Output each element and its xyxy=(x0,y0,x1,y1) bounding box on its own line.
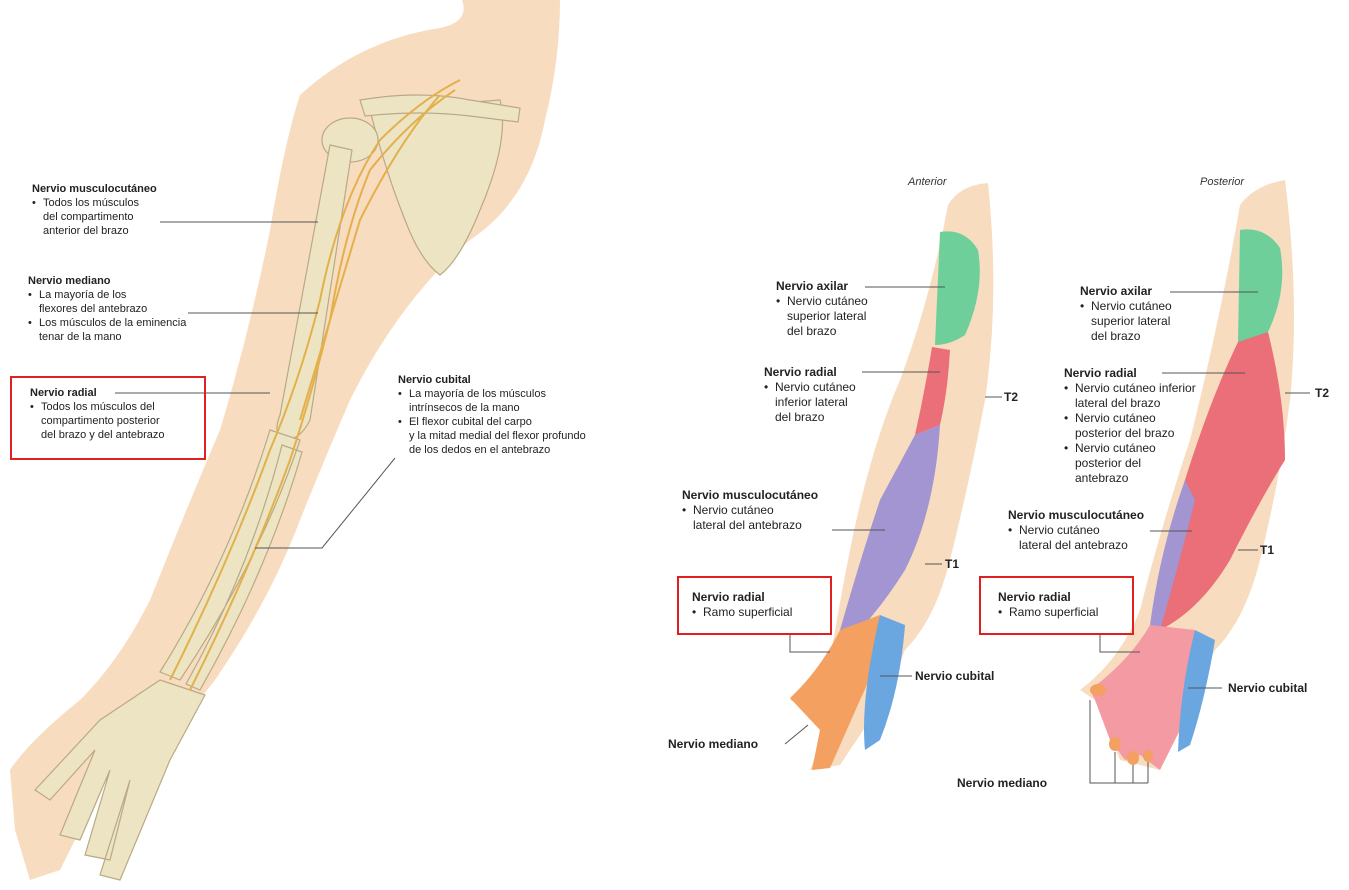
label-title: Nervio axilar xyxy=(776,279,868,294)
label-radial-sup-posterior: Nervio radial Ramo superficial xyxy=(998,590,1098,620)
label-line: Todos los músculos xyxy=(32,196,157,210)
label-line: del compartimento xyxy=(32,210,157,224)
label-title: Nervio radial xyxy=(30,386,165,400)
label-line: Nervio cutáneo xyxy=(1064,441,1196,456)
label-mediano-left: Nervio mediano La mayoría de los flexore… xyxy=(28,274,186,344)
label-line: del brazo xyxy=(1080,329,1172,344)
label-t1-anterior: T1 xyxy=(945,557,959,571)
label-line: posterior del xyxy=(1064,456,1196,471)
label-line: Nervio cutáneo xyxy=(1080,299,1172,314)
label-line: Nervio cutáneo xyxy=(1064,411,1196,426)
label-musculocutaneo-posterior: Nervio musculocutáneo Nervio cutáneo lat… xyxy=(1008,508,1144,553)
label-line: Nervio cutáneo inferior xyxy=(1064,381,1196,396)
label-line: antebrazo xyxy=(1064,471,1196,486)
label-line: posterior del brazo xyxy=(1064,426,1196,441)
label-line: del brazo y del antebrazo xyxy=(30,428,165,442)
label-title: Nervio cubital xyxy=(398,373,586,387)
label-line: compartimento posterior xyxy=(30,414,165,428)
label-t1-posterior: T1 xyxy=(1260,543,1274,557)
label-line: anterior del brazo xyxy=(32,224,157,238)
label-radial-sup-anterior: Nervio radial Ramo superficial xyxy=(692,590,792,620)
label-line: Nervio cutáneo xyxy=(776,294,868,309)
label-line: Ramo superficial xyxy=(692,605,792,620)
label-title: Nervio musculocutáneo xyxy=(682,488,818,503)
label-line: Todos los músculos del xyxy=(30,400,165,414)
label-line: lateral del antebrazo xyxy=(1008,538,1144,553)
label-line: Nervio cutáneo xyxy=(682,503,818,518)
label-line: Ramo superficial xyxy=(998,605,1098,620)
label-cubital-posterior: Nervio cubital xyxy=(1228,681,1307,695)
label-radial-anterior: Nervio radial Nervio cutáneo inferior la… xyxy=(764,365,856,425)
label-line: La mayoría de los músculos xyxy=(398,387,586,401)
label-line: Nervio cutáneo xyxy=(764,380,856,395)
label-line: de los dedos en el antebrazo xyxy=(398,443,586,457)
label-title: Nervio musculocutáneo xyxy=(32,182,157,196)
label-line: Nervio cutáneo xyxy=(1008,523,1144,538)
label-line: superior lateral xyxy=(776,309,868,324)
label-title: Nervio radial xyxy=(1064,366,1196,381)
label-title: Nervio musculocutáneo xyxy=(1008,508,1144,523)
label-cubital-left: Nervio cubital La mayoría de los músculo… xyxy=(398,373,586,457)
label-radial-left: Nervio radial Todos los músculos del com… xyxy=(30,386,165,442)
label-mediano-posterior: Nervio mediano xyxy=(957,776,1047,790)
label-axilar-posterior: Nervio axilar Nervio cutáneo superior la… xyxy=(1080,284,1172,344)
label-line: tenar de la mano xyxy=(28,330,186,344)
label-title: Nervio radial xyxy=(764,365,856,380)
label-line: lateral del antebrazo xyxy=(682,518,818,533)
label-cubital-anterior: Nervio cubital xyxy=(915,669,994,683)
anterior-view-title: Anterior xyxy=(908,176,947,188)
label-t2-anterior: T2 xyxy=(1004,390,1018,404)
label-t2-posterior: T2 xyxy=(1315,386,1329,400)
label-line: El flexor cubital del carpo xyxy=(398,415,586,429)
label-line: y la mitad medial del flexor profundo xyxy=(398,429,586,443)
posterior-view-title: Posterior xyxy=(1200,176,1244,188)
label-line: La mayoría de los xyxy=(28,288,186,302)
label-line: intrínsecos de la mano xyxy=(398,401,586,415)
label-musculocutaneo-anterior: Nervio musculocutáneo Nervio cutáneo lat… xyxy=(682,488,818,533)
label-line: del brazo xyxy=(764,410,856,425)
label-line: del brazo xyxy=(776,324,868,339)
label-axilar-anterior: Nervio axilar Nervio cutáneo superior la… xyxy=(776,279,868,339)
label-title: Nervio radial xyxy=(692,590,792,605)
label-line: Los músculos de la eminencia xyxy=(28,316,186,330)
label-line: inferior lateral xyxy=(764,395,856,410)
label-title: Nervio radial xyxy=(998,590,1098,605)
label-line: superior lateral xyxy=(1080,314,1172,329)
label-mediano-anterior: Nervio mediano xyxy=(668,737,758,751)
label-line: flexores del antebrazo xyxy=(28,302,186,316)
label-line: lateral del brazo xyxy=(1064,396,1196,411)
label-radial-posterior: Nervio radial Nervio cutáneo inferior la… xyxy=(1064,366,1196,486)
label-title: Nervio mediano xyxy=(28,274,186,288)
label-title: Nervio axilar xyxy=(1080,284,1172,299)
label-musculocutaneo-left: Nervio musculocutáneo Todos los músculos… xyxy=(32,182,157,238)
